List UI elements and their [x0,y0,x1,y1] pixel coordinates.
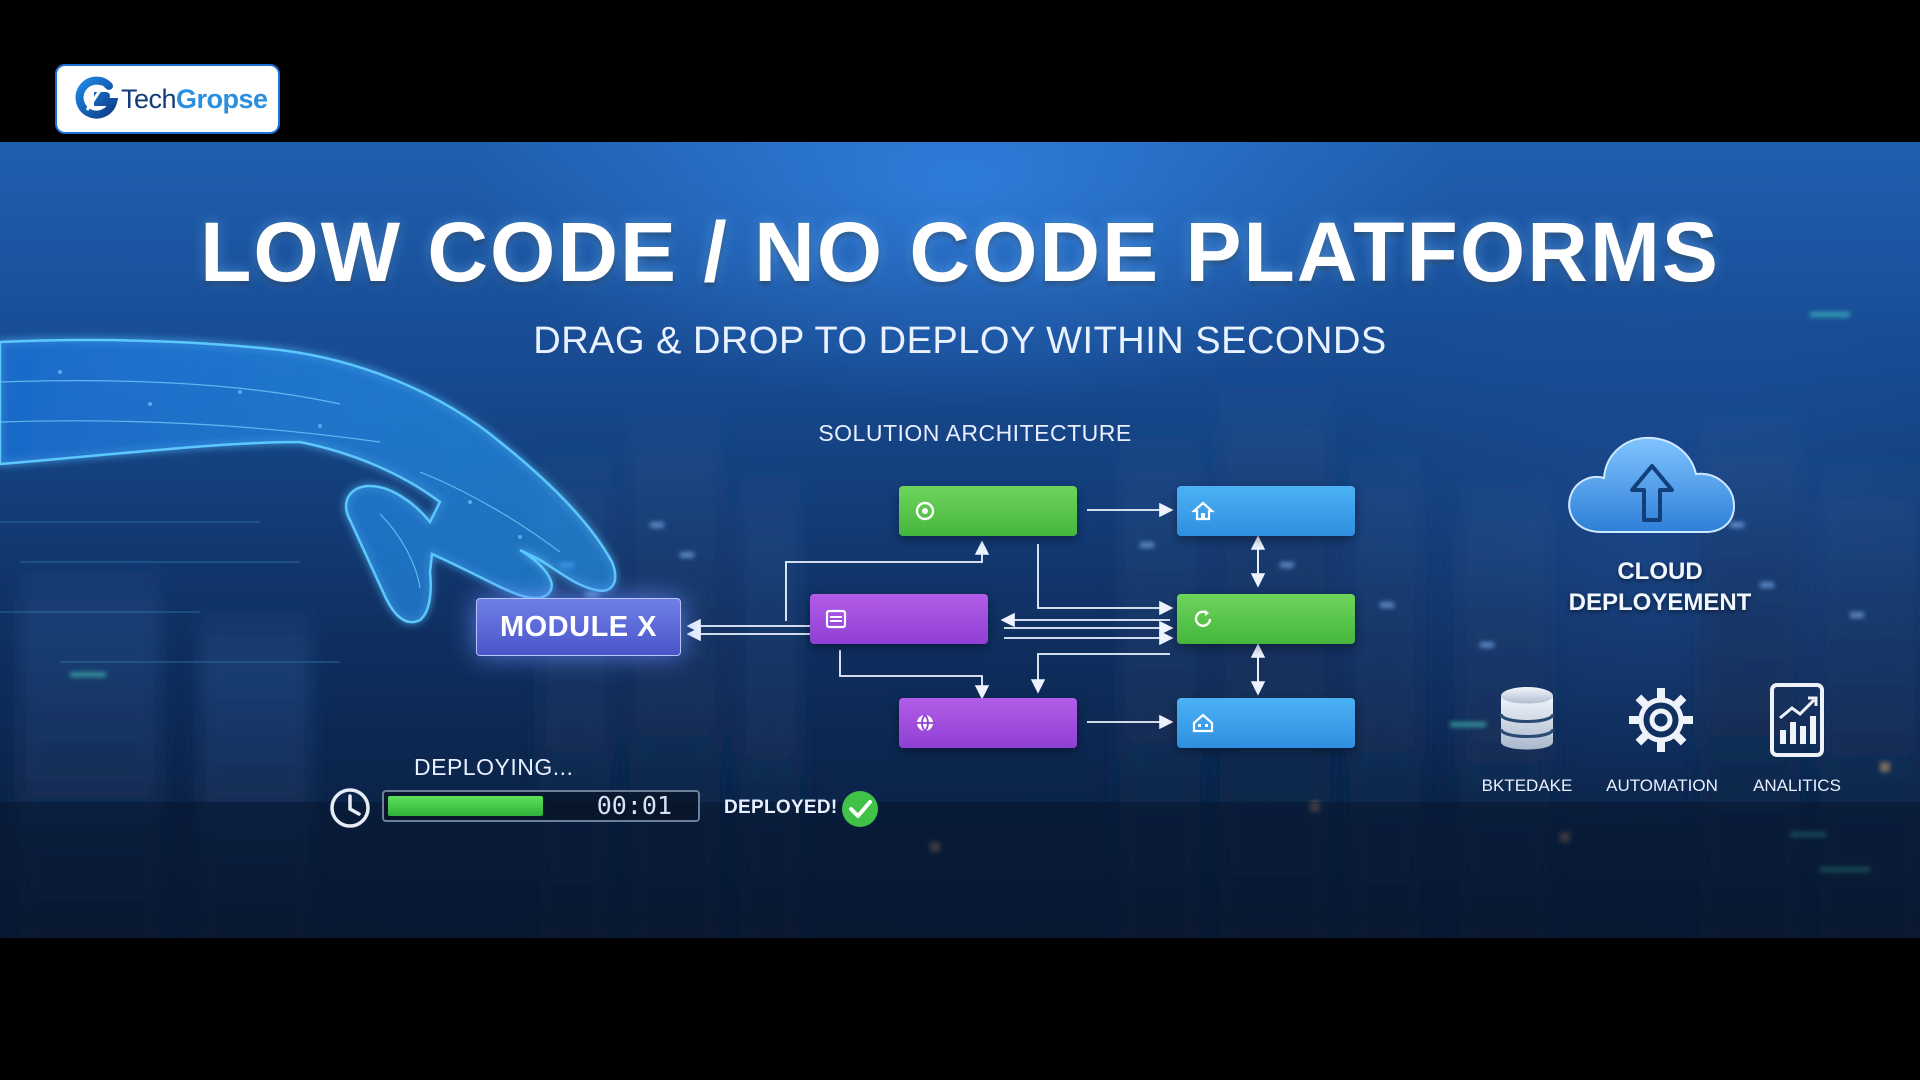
server-icon [825,609,847,629]
analytics-tablet-icon [1770,683,1824,757]
node-top-left[interactable] [899,486,1077,536]
home-icon [1191,501,1215,521]
deploy-timer: 00:01 [596,791,672,820]
page-title: LOW CODE / NO CODE PLATFORMS [200,205,1720,299]
module-x-block[interactable]: MODULE X [476,598,681,656]
building-icon [1192,713,1214,733]
node-mid-right[interactable] [1177,594,1355,644]
refresh-icon [1194,610,1212,627]
deployed-status: DEPLOYED! [724,797,838,818]
cloud-upload-icon [1568,436,1736,533]
deploying-status: DEPLOYING... [414,754,574,780]
subtitle: DRAG & DROP TO DEPLOY WITHIN SECONDS [533,320,1387,362]
cloud-label-line2: DEPLOYEMENT [1568,589,1752,616]
hologram-hand-icon [0,338,617,663]
node-mid-left[interactable] [810,594,988,644]
node-bottom-left[interactable] [899,698,1077,748]
clock-icon [330,788,370,828]
architecture-label: SOLUTION ARCHITECTURE [818,420,1132,446]
service-label-automation: AUTOMATION [1606,776,1718,795]
node-top-right[interactable] [1177,486,1355,536]
database-icon [1499,687,1555,750]
brand-prefix: Tech [121,83,177,114]
globe-icon [917,714,933,733]
deploy-progress-bar: 00:01 [382,790,700,822]
cloud-label-line1: CLOUD [1617,558,1703,585]
cloud-deployment-label: CLOUD DEPLOYEMENT [1520,556,1800,618]
service-label-database: BKTEDAKE [1481,776,1573,795]
puzzle-icon [915,501,935,521]
gear-icon [1629,688,1693,752]
node-bottom-right[interactable] [1177,698,1355,748]
check-circle-icon [842,791,878,827]
g-logo-icon [75,76,119,119]
progress-fill [388,796,543,816]
brand-suffix: Gropse [176,83,268,114]
service-label-analytics: ANALITICS [1753,776,1841,795]
hero-banner: LOW CODE / NO CODE PLATFORMS DRAG & DROP… [0,142,1920,938]
brand-name: TechGropse [121,84,268,115]
techgropse-logo[interactable]: TechGropse [55,64,280,134]
